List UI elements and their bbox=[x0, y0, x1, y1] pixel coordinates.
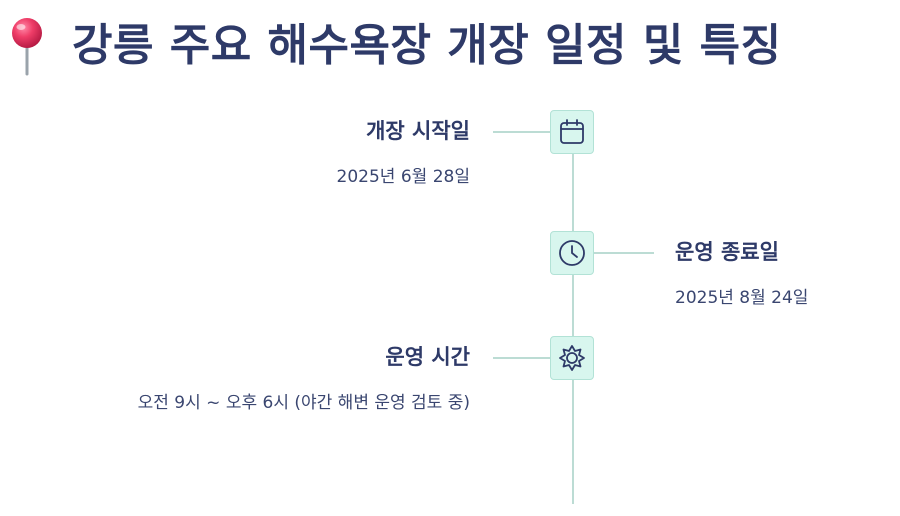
timeline-label-hours: 운영 시간 bbox=[385, 345, 470, 369]
page-title-text: 강릉 주요 해수욕장 개장 일정 및 특징 bbox=[72, 20, 782, 71]
clock-icon bbox=[559, 240, 585, 266]
timeline-axis bbox=[572, 154, 574, 504]
timeline-label-close: 운영 종료일 bbox=[675, 240, 779, 264]
timeline-node-open bbox=[550, 110, 594, 154]
sun-icon bbox=[559, 345, 585, 371]
timeline-label-open: 개장 시작일 bbox=[366, 119, 470, 143]
timeline-connector bbox=[493, 131, 550, 133]
timeline-value-hours: 오전 9시 ~ 오후 6시 (야간 해변 운영 검토 중) bbox=[137, 393, 470, 413]
calendar-icon bbox=[560, 119, 584, 144]
timeline-node-hours bbox=[550, 336, 594, 380]
page-title: 강릉 주요 해수욕장 개장 일정 및 특징 bbox=[6, 14, 782, 78]
timeline-connector bbox=[594, 252, 654, 254]
round-pushpin-icon bbox=[12, 18, 42, 76]
timeline-value-close: 2025년 8월 24일 bbox=[675, 288, 809, 308]
timeline-connector bbox=[493, 357, 550, 359]
timeline-value-open: 2025년 6월 28일 bbox=[336, 167, 470, 187]
timeline-node-close bbox=[550, 231, 594, 275]
